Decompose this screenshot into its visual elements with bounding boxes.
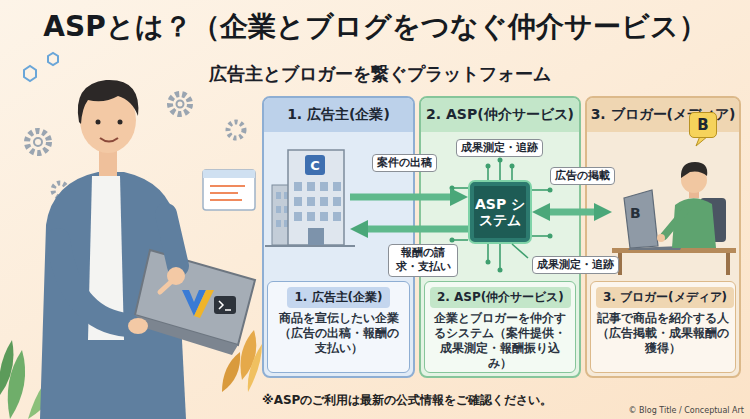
logo-letter: C — [305, 155, 325, 175]
presenter-illustration — [118, 120, 123, 125]
panel-heading: 1. 広告主(企業) — [264, 98, 413, 132]
blogger-panel: B 3. ブロガー(メディア) 記事で商品を紹介する人（広告掲載・成果報酬の獲得）3… — [585, 96, 741, 378]
presenter-illustration — [100, 138, 118, 142]
window-icon — [210, 186, 245, 200]
company-building: C — [270, 135, 350, 248]
window-icon — [203, 170, 255, 210]
window-icon — [203, 170, 255, 210]
presenter-illustration — [219, 301, 223, 309]
box-heading: 1. 広告主(企業) — [287, 287, 389, 308]
panel-heading: 2. ASP(仲介サービス) — [421, 98, 579, 132]
callout-label: 成果測定・追跡 — [532, 256, 619, 274]
presenter-illustration — [40, 80, 255, 419]
window-icon — [203, 170, 255, 178]
hexagon-icon — [48, 53, 58, 65]
presenter-illustration — [135, 250, 255, 345]
presenter-illustration — [160, 281, 172, 292]
presenter-illustration — [194, 290, 214, 318]
presenter-illustration — [58, 240, 128, 325]
role-box: 2. ASP(仲介サービス) 企業とブロガーを仲介するシステム（案件提供・成果測定… — [424, 281, 576, 373]
subtitle: 広告主とブロガーを繋ぐプラットフォーム — [185, 62, 575, 86]
box-body: 商品を宣伝したい企業（広告の出稿・報酬の支払い） — [273, 311, 404, 356]
advertiser-panel: C1. 広告主(企業)商品を宣伝したい企業（広告の出稿・報酬の支払い）1. 広告… — [262, 96, 415, 378]
copyright: © Blog Title / Conceptual Art — [614, 406, 744, 415]
edge-label: 広告の掲載 — [550, 167, 615, 185]
box-heading: 2. ASP(仲介サービス) — [430, 287, 571, 308]
leaf-decoration — [222, 352, 240, 392]
presenter-illustration — [166, 214, 178, 266]
box-body: 企業とブロガーを仲介するシステム（案件提供・成果測定・報酬振り込み） — [430, 311, 570, 371]
role-box: 3. ブロガー(メディア) 記事で商品を紹介する人（広告掲載・成果報酬の獲得） — [590, 281, 736, 373]
callout-label: 成果測定・追跡 — [456, 139, 543, 157]
presenter-illustration — [225, 309, 231, 311]
blogger-figure: B — [612, 158, 730, 252]
presenter-illustration — [126, 315, 238, 355]
edge-label: 案件の出稿 — [372, 154, 437, 172]
gear-icon — [228, 122, 244, 138]
presenter-illustration — [214, 296, 236, 314]
chip-label: ASP システム — [470, 196, 530, 228]
laptop-letter: B — [630, 205, 641, 221]
gear-icon — [177, 101, 184, 108]
box-body: 記事で商品を紹介する人（広告掲載・成果報酬の獲得） — [596, 311, 730, 356]
footnote: ※ASPのご利用は最新の公式情報をご確認ください。 — [262, 392, 552, 409]
presenter-illustration — [78, 80, 139, 124]
leaf-decoration — [0, 340, 14, 395]
role-box: 1. 広告主(企業) 商品を宣伝したい企業（広告の出稿・報酬の支払い） — [267, 281, 410, 373]
asp-chip: ASP システム — [468, 180, 532, 244]
gear-icon — [170, 94, 190, 114]
title: ASPとは？（企業とブログをつなぐ仲介サービス） — [0, 8, 750, 46]
hexagon-icon — [24, 53, 58, 81]
blog-badge: B — [689, 112, 717, 138]
box-heading: 3. ブロガー(メディア) — [596, 287, 734, 308]
presenter-illustration — [96, 120, 101, 125]
leaf-decoration — [248, 344, 262, 392]
gear-icon — [34, 138, 42, 146]
edge-label: 報酬の請求・支払い — [388, 244, 458, 277]
presenter-illustration — [128, 318, 148, 334]
hexagon-icon — [24, 66, 36, 81]
gear-icon — [27, 131, 49, 153]
